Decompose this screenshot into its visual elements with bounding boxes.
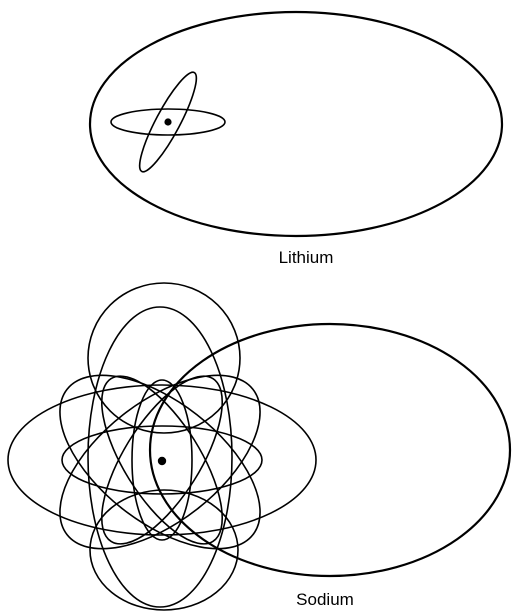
sodium-label: Sodium [296,590,354,609]
sodium-top-lobe [88,283,240,433]
sodium-outer-orbit [150,324,510,576]
lithium-nucleus [164,118,171,125]
sodium-orbit-vertical [88,307,232,607]
lithium-atom: Lithium [90,12,502,267]
lithium-outer-orbit [90,12,502,236]
lithium-label: Lithium [279,248,334,267]
sodium-atom: Sodium [8,283,510,610]
sodium-nucleus [158,457,166,465]
